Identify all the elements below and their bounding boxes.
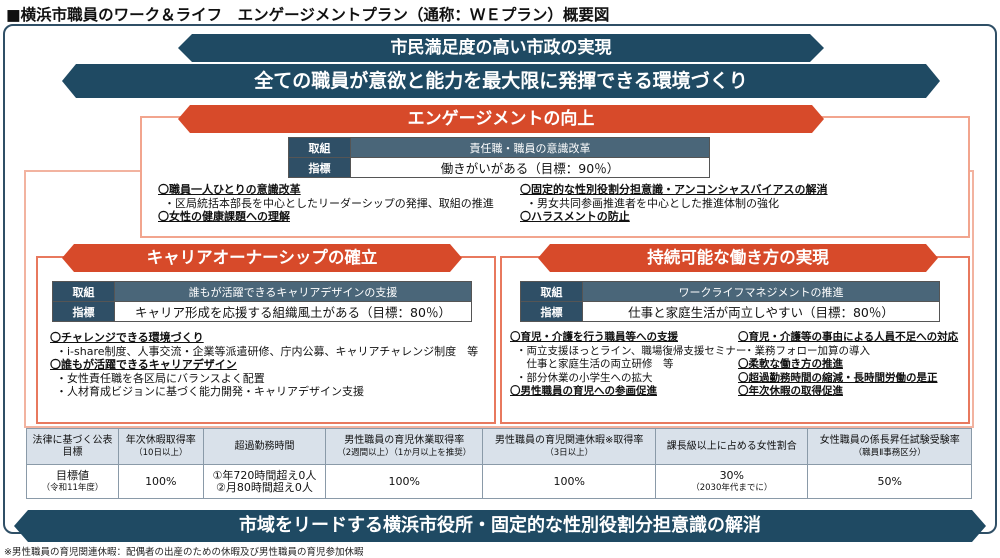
- metric-header: 女性職員の係長昇任試験受験率（職員Ⅱ事務区分）: [807, 428, 972, 465]
- metrics-target-label: 目標値（令和11年度）: [26, 464, 119, 499]
- metric-header: 男性職員の育児休業取得率（2週間以上）（1か月以上を推奨）: [325, 428, 484, 465]
- list-item-sub: ・業務フォロー加算の導入: [744, 344, 870, 357]
- list-item-heading: 〇柔軟な働き方の推進: [738, 358, 843, 370]
- metric-header: 男性職員の育児関連休暇※取得率（3日以上）: [482, 428, 657, 465]
- list-item-sub: ・部分休業の小学生への拡大: [516, 371, 653, 384]
- workstyle-left-list: 〇育児・介護を行う職員等への支援 ・両立支援ほっとライン、職場復帰支援セミナー …: [510, 331, 746, 399]
- metrics-table: 法律に基づく公表目標 年次休暇取得率（10日以上） 超過勤務時間 男性職員の育児…: [26, 428, 972, 499]
- second-goal-banner: 全ての職員が意欲と能力を最大限に発揮できる環境づくり: [62, 64, 940, 98]
- metric-value: 100%: [325, 464, 484, 499]
- metric-header: 年次休暇取得率（10日以上）: [118, 428, 204, 465]
- list-item-sub: ・男女共同参画推進者を中心とした推進体制の強化: [526, 196, 779, 210]
- engagement-title-banner: エンゲージメントの向上: [178, 105, 824, 133]
- shihyo-label: 指標: [52, 301, 115, 322]
- list-item-sub: ・人材育成ビジョンに基づく能力開発・キャリアデザイン支援: [56, 385, 364, 398]
- metrics-header-row: 法律に基づく公表目標 年次休暇取得率（10日以上） 超過勤務時間 男性職員の育児…: [26, 428, 972, 465]
- engagement-shihyo: 働きがいがある（目標：90％）: [350, 157, 710, 178]
- career-title-banner: キャリアオーナーシップの確立: [62, 244, 462, 272]
- footnote: ※男性職員の育児関連休暇：配偶者の出産のための休暇及び男性職員の育児参加休暇: [4, 547, 364, 558]
- list-item-sub: ・区局統括本部長を中心としたリーダーシップの発揮、取組の推進: [164, 196, 494, 210]
- career-shihyo: キャリア形成を応援する組織風土がある（目標：80％）: [114, 301, 472, 322]
- workstyle-right-list: 〇育児・介護等の事由による人員不足への対応 ・業務フォロー加算の導入 〇柔軟な働…: [738, 331, 958, 399]
- document-title: ■横浜市職員のワーク＆ライフ エンゲージメントプラン（通称：ＷＥプラン）概要図: [6, 6, 610, 24]
- metric-value: 30%（2030年代までに）: [655, 464, 809, 499]
- workstyle-title-banner: 持続可能な働き方の実現: [538, 244, 938, 272]
- list-item-heading: 〇超過勤務時間の縮減・長時間労働の是正: [738, 371, 938, 384]
- list-item-sub: ・女性責任職を各区局にバランスよく配置: [56, 371, 265, 385]
- torikumi-label: 取組: [52, 281, 115, 302]
- shihyo-label: 指標: [520, 301, 583, 322]
- list-item-heading: 〇チャレンジできる環境づくり: [50, 331, 204, 344]
- list-item-heading: 〇誰もが活躍できるキャリアデザイン: [50, 358, 237, 371]
- metric-header: 超過勤務時間: [202, 428, 327, 465]
- engagement-right-list: 〇固定的な性別役割分担意識・アンコンシャスバイアスの解消 ・男女共同参画推進者を…: [520, 183, 828, 224]
- shihyo-label: 指標: [288, 157, 351, 178]
- engagement-torikumi: 責任職・職員の意識改革: [350, 137, 710, 158]
- metric-value: 100%: [118, 464, 204, 499]
- list-item-heading: 〇年次休暇の取得促進: [738, 385, 843, 397]
- list-item-sub: 仕事と家庭生活の両立研修 等: [516, 358, 674, 370]
- list-item-heading: 〇男性職員の育児への参画促進: [510, 385, 657, 397]
- list-item-sub: ・i-share制度、人事交流・企業等派遣研修、庁内公募、キャリアチャレンジ制度…: [56, 344, 479, 358]
- workstyle-shihyo: 仕事と家庭生活が両立しやすい（目標：80％）: [582, 301, 940, 322]
- list-item-heading: 〇女性の健康課題への理解: [158, 210, 290, 223]
- list-item-heading: 〇ハラスメントの防止: [520, 210, 630, 223]
- metrics-row-label: 法律に基づく公表目標: [26, 428, 119, 465]
- career-torikumi: 誰もが活躍できるキャリアデザインの支援: [114, 281, 472, 302]
- career-key-table: 取組 誰もが活躍できるキャリアデザインの支援 指標 キャリア形成を応援する組織風…: [52, 281, 472, 322]
- career-list: 〇チャレンジできる環境づくり ・i-share制度、人事交流・企業等派遣研修、庁…: [50, 331, 478, 399]
- workstyle-key-table: 取組 ワークライフマネジメントの推進 指標 仕事と家庭生活が両立しやすい（目標：…: [520, 281, 940, 322]
- engagement-key-table: 取組 責任職・職員の意識改革 指標 働きがいがある（目標：90％）: [288, 137, 710, 178]
- torikumi-label: 取組: [520, 281, 583, 302]
- bottom-goal-banner: 市域をリードする横浜市役所・固定的な性別役割分担意識の解消: [14, 510, 986, 542]
- torikumi-label: 取組: [288, 137, 351, 158]
- list-item-heading: 〇育児・介護等の事由による人員不足への対応: [738, 331, 959, 343]
- list-item-sub: ・両立支援ほっとライン、職場復帰支援セミナー: [516, 344, 747, 357]
- metric-value: 50%: [807, 464, 972, 499]
- metric-value: 100%: [482, 464, 657, 499]
- list-item-heading: 〇職員一人ひとりの意識改革: [158, 183, 301, 196]
- workstyle-torikumi: ワークライフマネジメントの推進: [582, 281, 940, 302]
- top-goal-banner: 市民満足度の高い市政の実現: [178, 34, 824, 62]
- metric-header: 課長級以上に占める女性割合: [655, 428, 809, 465]
- engagement-left-list: 〇職員一人ひとりの意識改革 ・区局統括本部長を中心としたリーダーシップの発揮、取…: [158, 183, 494, 224]
- list-item-heading: 〇育児・介護を行う職員等への支援: [510, 331, 678, 343]
- list-item-heading: 〇固定的な性別役割分担意識・アンコンシャスバイアスの解消: [520, 183, 828, 196]
